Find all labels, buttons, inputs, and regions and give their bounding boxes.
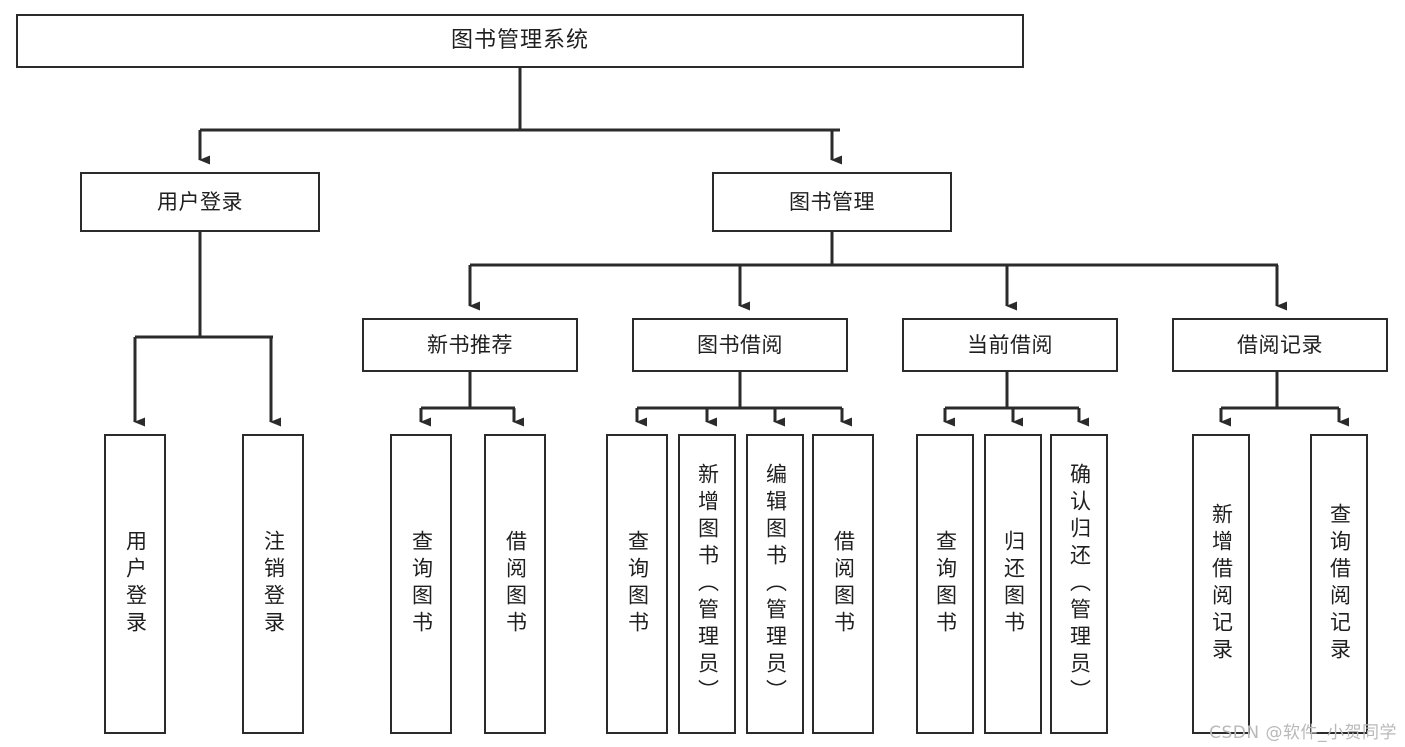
node-current-borrow[interactable]: 当前借阅 [902,318,1118,372]
node-label: 图书管理系统 [450,28,589,54]
leaf-add-borrow-record[interactable]: 新增借阅记录 [1192,434,1250,734]
node-book-management[interactable]: 图书管理 [712,172,952,232]
node-label: 查询图书 [409,530,434,638]
node-user-login[interactable]: 用户登录 [80,172,320,232]
leaf-edit-book-admin[interactable]: 编辑图书（管理员） [746,434,804,734]
node-label: 图书管理 [789,189,875,214]
node-label: 借阅记录 [1237,332,1323,357]
node-book-borrow[interactable]: 图书借阅 [632,318,848,372]
node-label: 用户登录 [157,189,243,214]
leaf-borrow-books-recommend[interactable]: 借阅图书 [484,434,546,734]
node-label: 新书推荐 [427,332,513,357]
leaf-query-books-borrow[interactable]: 查询图书 [606,434,668,734]
node-label: 新增借阅记录 [1209,503,1234,665]
leaf-query-books-current[interactable]: 查询图书 [916,434,974,734]
node-root-system[interactable]: 图书管理系统 [16,14,1024,68]
node-label: 确认归还（管理员） [1067,462,1092,706]
node-label: 查询图书 [625,530,650,638]
leaf-confirm-return-admin[interactable]: 确认归还（管理员） [1050,434,1108,734]
node-label: 编辑图书（管理员） [763,462,788,706]
node-new-book-recommend[interactable]: 新书推荐 [362,318,578,372]
leaf-add-book-admin[interactable]: 新增图书（管理员） [678,434,736,734]
leaf-borrow-books[interactable]: 借阅图书 [812,434,874,734]
leaf-query-books-recommend[interactable]: 查询图书 [390,434,452,734]
leaf-return-books[interactable]: 归还图书 [984,434,1042,734]
node-label: 当前借阅 [967,332,1053,357]
node-label: 注销登录 [261,530,286,638]
node-label: 借阅图书 [831,530,856,638]
leaf-user-login[interactable]: 用户登录 [104,434,166,734]
node-label: 查询借阅记录 [1327,503,1352,665]
node-label: 查询图书 [933,530,958,638]
leaf-query-borrow-record[interactable]: 查询借阅记录 [1310,434,1368,734]
node-label: 借阅图书 [503,530,528,638]
node-label: 归还图书 [1001,530,1026,638]
node-label: 新增图书（管理员） [695,462,720,706]
node-label: 用户登录 [123,530,148,638]
node-borrow-records[interactable]: 借阅记录 [1172,318,1388,372]
node-label: 图书借阅 [697,332,783,357]
leaf-logout-login[interactable]: 注销登录 [242,434,304,734]
